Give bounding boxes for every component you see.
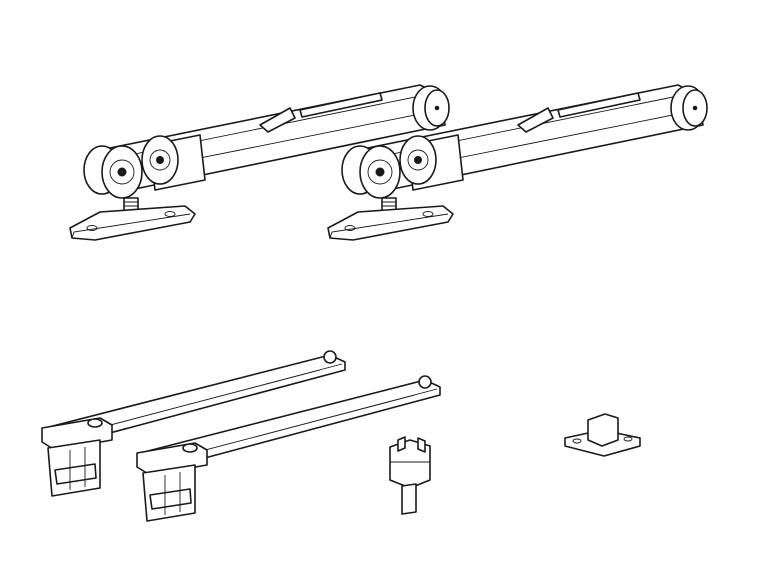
- floor-guide: [564, 413, 641, 457]
- bottom-guide: [389, 436, 431, 515]
